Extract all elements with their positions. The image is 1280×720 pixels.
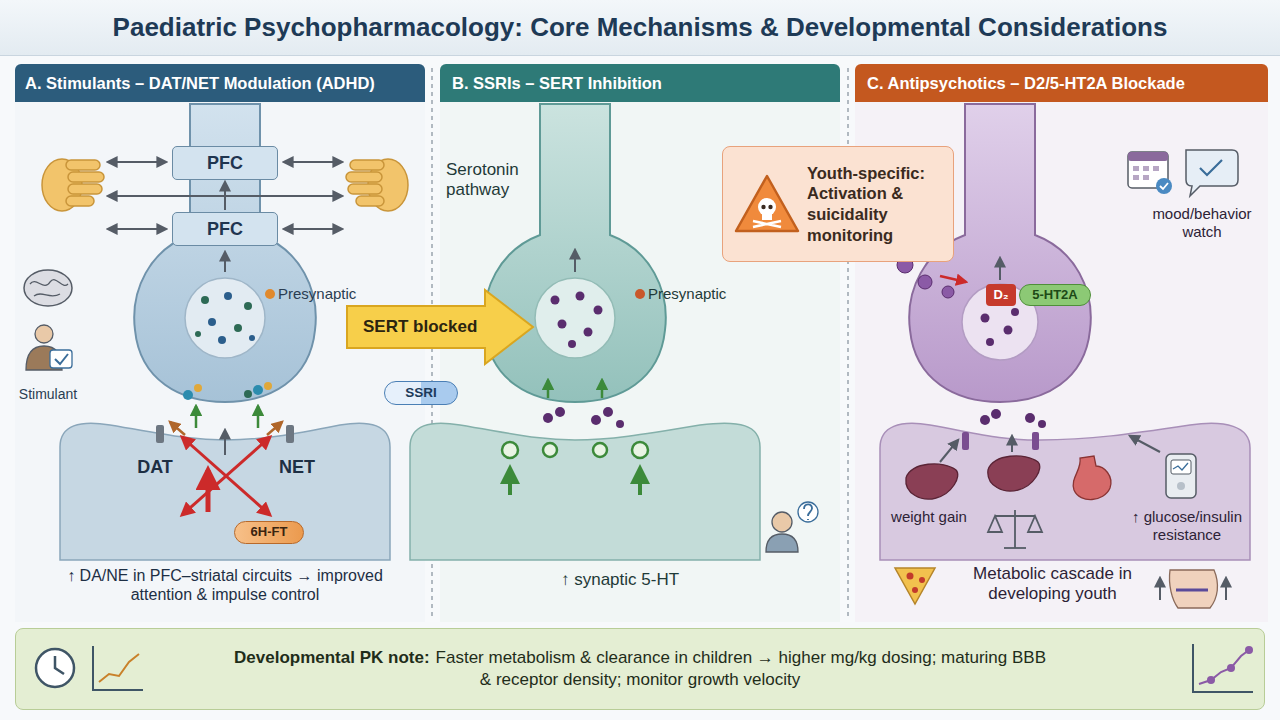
icon-label: ↑ glucose/insulin resistance <box>1112 508 1262 544</box>
brain-icon <box>24 270 72 306</box>
arrow <box>267 422 282 435</box>
warning-icon <box>733 173 801 235</box>
drug-pill: SSRI <box>384 381 458 405</box>
chat-icon <box>1186 150 1238 196</box>
effect-note: ↑ synaptic 5-HT <box>495 570 745 590</box>
node-text: 6H-FT <box>251 524 288 540</box>
node-text: C. Antipsychotics – D2/5-HT2A Blockade <box>867 73 1185 94</box>
connector <box>224 182 226 210</box>
increase-arrow <box>206 470 211 512</box>
person-icon <box>26 325 72 370</box>
title-bar: Paediatric Psychopharmacology: Core Mech… <box>0 0 1280 56</box>
note-band: Developmental PK note: Faster metabolism … <box>15 628 1265 710</box>
node-text: Developmental PK note: <box>234 648 430 667</box>
transporter <box>156 425 164 443</box>
block-cross <box>182 437 270 515</box>
note-text: Developmental PK note: Faster metabolism … <box>230 647 1050 690</box>
arrow <box>170 422 185 435</box>
panel-header: B. SSRIs – SERT Inhibition <box>440 64 840 102</box>
pizza-icon <box>895 568 935 604</box>
question-person-icon <box>766 502 818 552</box>
hand-icon <box>42 159 104 211</box>
receptor <box>502 442 648 458</box>
node-text: SSRI <box>405 385 437 402</box>
warning-box: Youth-specific: Activation & suicidality… <box>722 146 954 262</box>
belly-icon <box>1160 570 1226 608</box>
part-label: Presynaptic <box>648 285 744 303</box>
pathway-label: Serotonin pathway <box>446 160 536 201</box>
transporter-label: NET <box>272 457 322 479</box>
receptor-badge: D₂ <box>986 284 1016 306</box>
panel-header: A. Stimulants – DAT/NET Modulation (ADHD… <box>15 64 425 102</box>
marker-dot <box>635 289 645 299</box>
node-text: PFC <box>207 218 243 241</box>
band-icons <box>15 628 1265 710</box>
node-text: 5-HT2A <box>1032 287 1078 303</box>
icon-label: Stimulant <box>8 386 88 403</box>
icon-label: weight gain <box>886 508 972 526</box>
arrow <box>601 380 604 398</box>
vesicle <box>535 278 615 358</box>
region-box: PFC <box>172 146 278 180</box>
node-text: D₂ <box>993 287 1008 303</box>
effect-note: ↑ DA/NE in PFC–striatal circuits → impro… <box>40 566 410 604</box>
dopamine-dots <box>183 292 272 400</box>
effect-note: Metabolic cascade in developing youth <box>950 564 1155 605</box>
region-box: PFC <box>172 212 278 246</box>
receptor <box>962 432 1039 450</box>
transporter <box>286 425 294 443</box>
transporter-label: DAT <box>130 457 180 479</box>
vesicle <box>185 278 265 358</box>
node-text: SERT blocked <box>363 316 477 337</box>
release-arrow <box>999 258 1001 280</box>
reuptake-arrow <box>195 406 198 428</box>
arrow <box>224 430 226 455</box>
node-text: B. SSRIs – SERT Inhibition <box>452 73 662 94</box>
dopamine-dots <box>980 308 1046 428</box>
node-body: Faster metabolism & clearance in childre… <box>436 648 1046 689</box>
arrow <box>940 436 1160 462</box>
presynaptic-terminal <box>134 104 316 402</box>
receptor-arrow <box>510 468 640 495</box>
block-arrow: SERT blocked <box>345 288 535 366</box>
reuptake-arrow <box>257 406 260 428</box>
title: Paediatric Psychopharmacology: Core Mech… <box>113 12 1168 43</box>
release-arrow <box>574 250 576 272</box>
postsynaptic-membrane <box>60 423 390 560</box>
hand-icon <box>346 159 408 211</box>
liver-icon <box>988 456 1040 491</box>
marker-dot <box>265 289 275 299</box>
drug-pill: 6H-FT <box>234 521 304 544</box>
node-text: Youth-specific: Activation & suicidality… <box>807 163 945 246</box>
part-label: Presynaptic <box>278 285 374 303</box>
panel-ground <box>15 100 425 622</box>
stomach-icon <box>1073 456 1111 500</box>
presynaptic-terminal <box>484 104 666 402</box>
calendar-icon <box>1128 152 1172 194</box>
serotonin-dots <box>543 292 624 429</box>
receptor-pill: 5-HT2A <box>1019 284 1091 306</box>
panel-header: C. Antipsychotics – D2/5-HT2A Blockade <box>855 64 1268 102</box>
postsynaptic-membrane <box>410 423 760 560</box>
liver-icon <box>906 464 958 499</box>
icon-label: mood/behavior watch <box>1138 205 1266 241</box>
node-text: PFC <box>207 152 243 175</box>
block-cross <box>182 437 270 515</box>
node-text: A. Stimulants – DAT/NET Modulation (ADHD… <box>25 73 375 94</box>
glucose-meter-icon <box>1166 454 1196 498</box>
scale-icon <box>988 510 1042 548</box>
arrow <box>547 380 550 398</box>
release-arrow <box>224 252 226 272</box>
arrow <box>940 276 966 282</box>
